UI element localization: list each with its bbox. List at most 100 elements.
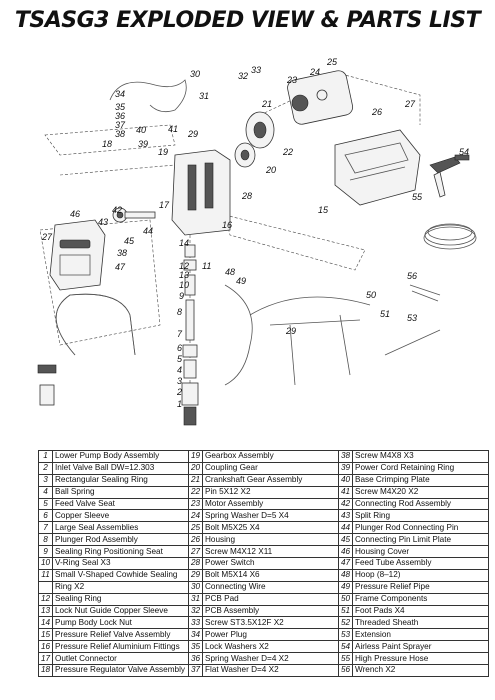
part-name: Connecting Pin Limit Plate bbox=[352, 533, 489, 547]
callout-label: 33 bbox=[251, 65, 261, 75]
part-name: Housing Cover bbox=[352, 545, 489, 559]
part-number: 19 bbox=[188, 450, 203, 463]
part-name: Lower Pump Body Assembly bbox=[52, 450, 189, 463]
part-number: 32 bbox=[188, 604, 203, 618]
coupling-gear-shape bbox=[234, 142, 256, 168]
part-number: 22 bbox=[188, 485, 203, 499]
relief-pipe-shape bbox=[224, 284, 253, 386]
part-name: Pump Body Lock Nut bbox=[52, 616, 189, 630]
part-number: 54 bbox=[338, 640, 353, 654]
part-number: 47 bbox=[338, 557, 353, 570]
callout-label: 3 bbox=[177, 376, 182, 386]
callout-label: 40 bbox=[136, 125, 146, 135]
part-number: 43 bbox=[338, 509, 353, 523]
callout-label: 12 bbox=[179, 261, 189, 271]
callout-label: 48 bbox=[225, 267, 235, 277]
callout-label: 29 bbox=[285, 326, 296, 336]
part-name: Coupling Gear bbox=[202, 461, 339, 475]
part-name: Screw M4X8 X3 bbox=[352, 450, 489, 463]
callout-label: 49 bbox=[236, 276, 246, 286]
part-number: 23 bbox=[188, 497, 203, 511]
callout-label: 29 bbox=[187, 129, 198, 139]
part-name: Power Switch bbox=[202, 557, 339, 570]
part-name: Crankshaft Gear Assembly bbox=[202, 473, 339, 487]
callout-label: 31 bbox=[199, 91, 209, 101]
part-name: Bolt M5X14 X6 bbox=[202, 568, 339, 582]
callout-label: 14 bbox=[179, 238, 189, 248]
part-name: Outlet Connector bbox=[52, 652, 189, 666]
part-number: 51 bbox=[338, 604, 353, 618]
part-name: Pressure Relief Valve Assembly bbox=[52, 628, 189, 642]
part-name: Spring Washer D=4 X2 bbox=[202, 652, 339, 666]
part-name: Sealing Ring bbox=[52, 592, 189, 606]
part-name: Power Cord Retaining Ring bbox=[352, 461, 489, 475]
part-number: 44 bbox=[338, 521, 353, 535]
frame-shape bbox=[249, 296, 371, 386]
part-name: Ring X2 bbox=[52, 580, 189, 594]
part-name: Pressure Relief Pipe bbox=[352, 580, 489, 594]
part-name: Lock Washers X2 bbox=[202, 640, 339, 654]
callout-label: 16 bbox=[222, 220, 232, 230]
part-number: 36 bbox=[188, 652, 203, 666]
callout-label: 53 bbox=[407, 313, 417, 323]
pump-column-shape bbox=[181, 244, 199, 426]
part-name: Bolt M5X25 X4 bbox=[202, 521, 339, 535]
part-number: 2 bbox=[38, 461, 53, 475]
callout-label: 28 bbox=[241, 191, 252, 201]
callout-label: 55 bbox=[412, 192, 423, 202]
housing-cover-shape bbox=[49, 219, 106, 291]
part-name: Large Seal Assemblies bbox=[52, 521, 189, 535]
strainer-shape bbox=[39, 384, 55, 406]
part-name: Pressure Regulator Valve Assembly bbox=[52, 664, 189, 677]
callout-label: 26 bbox=[371, 107, 382, 117]
part-number: 12 bbox=[38, 592, 53, 606]
callout-label: 2 bbox=[176, 387, 182, 397]
part-name: Screw M4X20 X2 bbox=[352, 485, 489, 499]
callout-label: 22 bbox=[282, 147, 293, 157]
callout-label: 39 bbox=[138, 139, 148, 149]
callout-label: 4 bbox=[177, 365, 182, 375]
part-name: Hoop (8–12) bbox=[352, 568, 489, 582]
callout-label: 46 bbox=[70, 209, 80, 219]
part-number: 26 bbox=[188, 533, 203, 547]
part-name: Connecting Rod Assembly bbox=[352, 497, 489, 511]
part-number: 34 bbox=[188, 628, 203, 642]
part-name: Plunger Rod Assembly bbox=[52, 533, 189, 547]
part-number bbox=[38, 580, 53, 594]
part-name: Gearbox Assembly bbox=[202, 450, 339, 463]
hoop-shape bbox=[37, 364, 57, 374]
part-name: Ball Spring bbox=[52, 485, 189, 499]
part-name: Inlet Valve Ball DW=12.303 bbox=[52, 461, 189, 475]
callout-label: 43 bbox=[98, 217, 108, 227]
callout-label: 35 bbox=[115, 102, 126, 112]
callout-label: 25 bbox=[326, 57, 338, 67]
callout-label: 36 bbox=[115, 111, 125, 121]
part-name: Foot Pads X4 bbox=[352, 604, 489, 618]
callout-label: 56 bbox=[407, 271, 417, 281]
part-number: 45 bbox=[338, 533, 353, 547]
callout-label: 13 bbox=[179, 270, 189, 280]
callout-label: 6 bbox=[177, 343, 182, 353]
part-number: 8 bbox=[38, 533, 53, 547]
part-name: PCB Pad bbox=[202, 592, 339, 606]
callout-label: 34 bbox=[115, 89, 125, 99]
power-cord-shape bbox=[109, 79, 187, 113]
callout-label: 30 bbox=[190, 69, 200, 79]
part-number: 15 bbox=[38, 628, 53, 642]
callout-label: 23 bbox=[286, 75, 297, 85]
part-number: 31 bbox=[188, 592, 203, 606]
part-number: 52 bbox=[338, 616, 353, 630]
part-name: Screw M4X12 X11 bbox=[202, 545, 339, 559]
part-number: 1 bbox=[38, 450, 53, 463]
part-name: Base Crimping Plate bbox=[352, 473, 489, 487]
part-name: Lock Nut Guide Copper Sleeve bbox=[52, 604, 189, 618]
